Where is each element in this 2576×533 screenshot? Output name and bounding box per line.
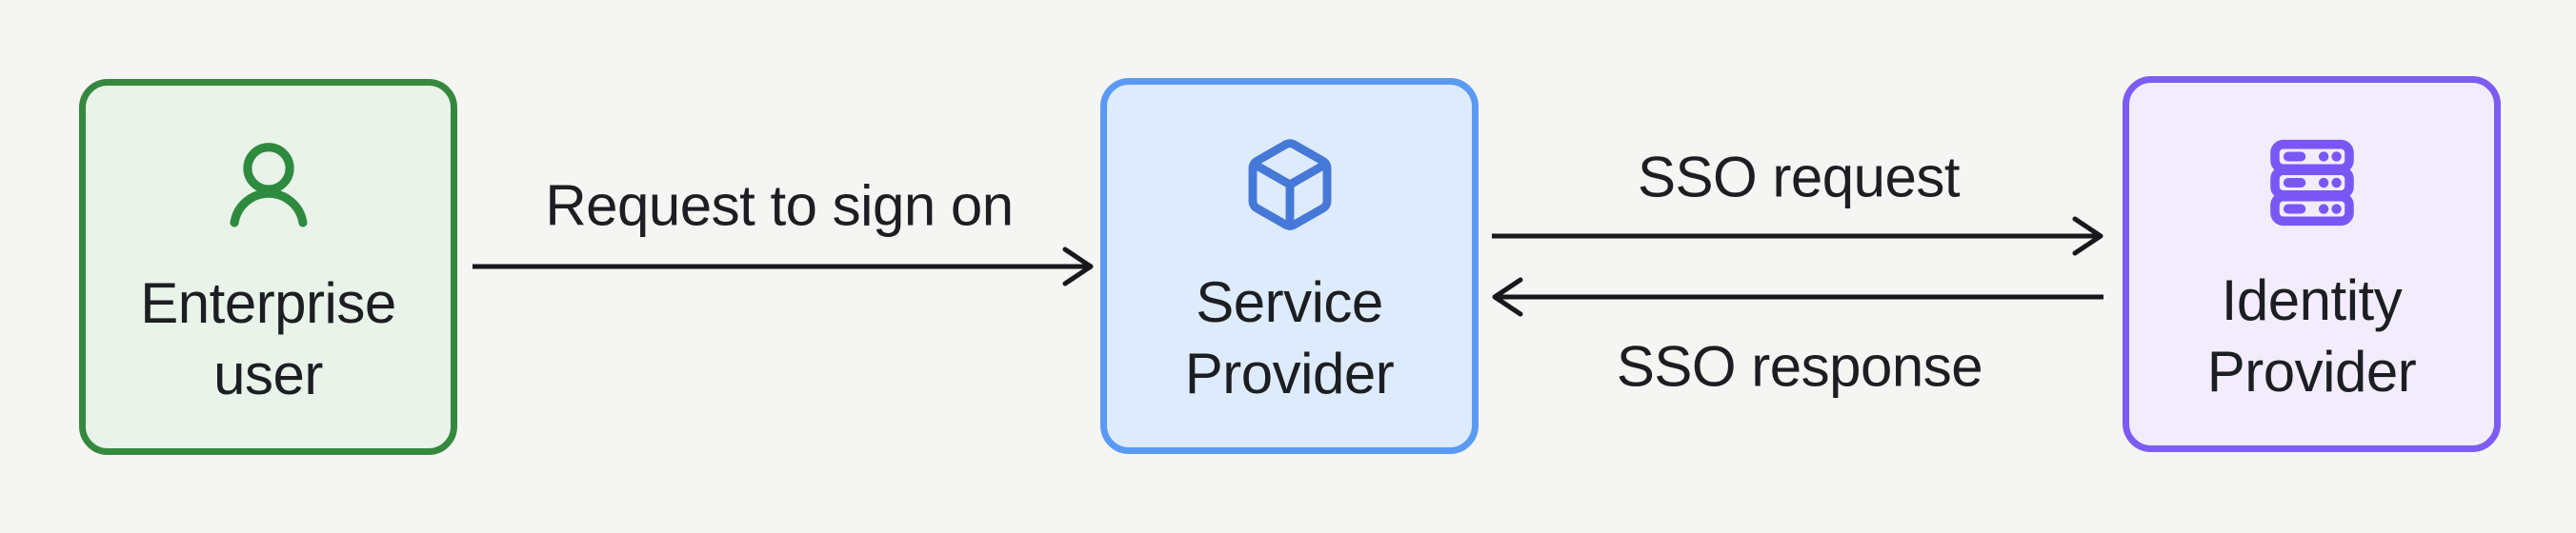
sso-request-arrow (1492, 216, 2103, 256)
node-identity-provider: Identity Provider (2123, 76, 2501, 452)
edge-label-sso-response: SSO response (1616, 334, 1983, 399)
user-icon (229, 142, 308, 227)
node-enterprise-user-label: Enterprise user (140, 270, 396, 406)
sso-response-arrow (1492, 277, 2103, 317)
node-service-provider: Service Provider (1100, 78, 1479, 454)
node-enterprise-user: Enterprise user (79, 79, 457, 455)
box-icon (1248, 138, 1331, 230)
node-identity-provider-label: Identity Provider (2206, 267, 2417, 404)
edge-label-sso-request: SSO request (1637, 145, 1961, 209)
edge-label-request-to-sign-on: Request to sign on (545, 173, 1014, 238)
node-service-provider-label: Service Provider (1184, 269, 1395, 405)
request-to-sign-on-arrow (473, 247, 1094, 286)
server-stack-icon (2269, 139, 2354, 226)
